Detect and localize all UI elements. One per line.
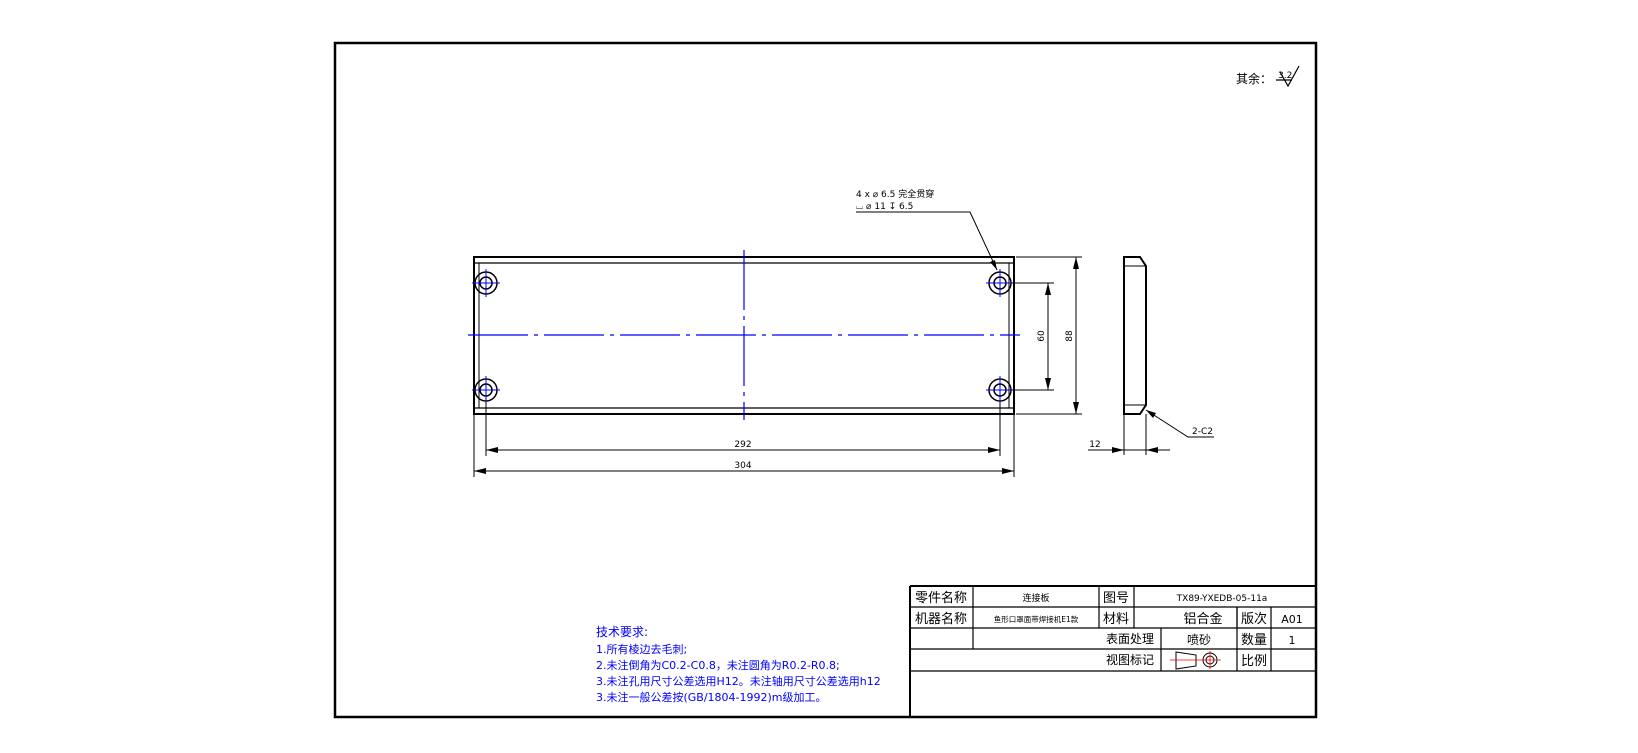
dim-thickness: 12 xyxy=(1089,440,1100,450)
hole-top-right xyxy=(986,269,1014,297)
hole-callout: 4 x ⌀ 6.5 完全贯穿 ⌴ ⌀ 11 ↧ 6.5 xyxy=(856,188,998,271)
dim-hole-pitch-y: 60 xyxy=(1037,330,1047,342)
title-block: 零件名称 连接板 图号 TX89-YXEDB-05-11a 机器名称 鱼形口罩面… xyxy=(909,585,1316,717)
machine-name-value: 鱼形口罩面带焊接机E1款 xyxy=(994,614,1079,624)
drawing-border xyxy=(333,41,1318,719)
first-angle-projection-icon xyxy=(1170,651,1221,670)
dimension-304: 304 xyxy=(473,414,1015,477)
drawing-no-label: 图号 xyxy=(1103,591,1129,606)
dim-overall-length: 304 xyxy=(734,461,751,471)
drawing-no-value: TX89-YXEDB-05-11a xyxy=(1176,594,1268,604)
dimension-60: 60 xyxy=(1012,282,1054,391)
surface-treatment-value: 喷砂 xyxy=(1187,633,1211,647)
tech-requirements: 技术要求: 1.所有棱边去毛刺; 2.未注倒角为C0.2-C0.8，未注圆角为R… xyxy=(596,625,881,704)
tech-requirement-item: 1.所有棱边去毛刺; xyxy=(596,642,687,656)
surface-roughness-note: 其余： 3.2 xyxy=(1236,65,1300,88)
part-name-value: 连接板 xyxy=(1022,592,1049,604)
dimension-292: 292 xyxy=(485,402,1001,456)
leader-arrowhead xyxy=(990,260,997,270)
revision-label: 版次 xyxy=(1241,611,1267,627)
dimension-88: 88 xyxy=(1016,256,1082,415)
machine-name-label: 机器名称 xyxy=(915,611,967,627)
tech-requirements-title: 技术要求: xyxy=(596,625,648,639)
hole-bottom-left xyxy=(472,376,500,404)
roughness-symbol-icon xyxy=(1276,65,1300,88)
revision-value: A01 xyxy=(1281,613,1303,626)
material-value: 铝合金 xyxy=(1183,611,1222,627)
hole-callout-line1: 4 x ⌀ 6.5 完全贯穿 xyxy=(856,188,934,200)
dim-overall-width: 88 xyxy=(1065,330,1075,342)
hole-bottom-right xyxy=(986,376,1014,404)
tech-requirement-item: 3.未注一般公差按(GB/1804-1992)m级加工。 xyxy=(596,690,827,704)
material-label: 材料 xyxy=(1103,612,1129,627)
part-name-label: 零件名称 xyxy=(915,590,967,606)
hole-callout-line2: ⌴ ⌀ 11 ↧ 6.5 xyxy=(856,202,913,212)
hole-callout-leader xyxy=(856,211,998,271)
quantity-value: 1 xyxy=(1289,634,1296,647)
surface-treatment-label: 表面处理 xyxy=(1106,632,1154,646)
roughness-label: 其余： xyxy=(1236,71,1272,86)
tech-requirement-item: 3.未注孔用尺寸公差选用H12。未注轴用尺寸公差选用h12 xyxy=(596,674,881,688)
tech-requirement-item: 2.未注倒角为C0.2-C0.8，未注圆角为R0.2-R0.8; xyxy=(596,658,840,672)
roughness-value: 3.2 xyxy=(1278,71,1292,81)
front-view xyxy=(468,250,1020,420)
hole-top-left xyxy=(472,269,500,297)
view-mark-label: 视图标记 xyxy=(1106,652,1154,667)
scale-label: 比例 xyxy=(1241,654,1267,669)
quantity-label: 数量 xyxy=(1241,633,1267,648)
dim-chamfer: 2-C2 xyxy=(1192,427,1213,437)
side-view-outline xyxy=(1123,256,1147,415)
side-view: 12 2-C2 xyxy=(1088,256,1214,455)
dim-hole-pitch-x: 292 xyxy=(734,440,751,450)
